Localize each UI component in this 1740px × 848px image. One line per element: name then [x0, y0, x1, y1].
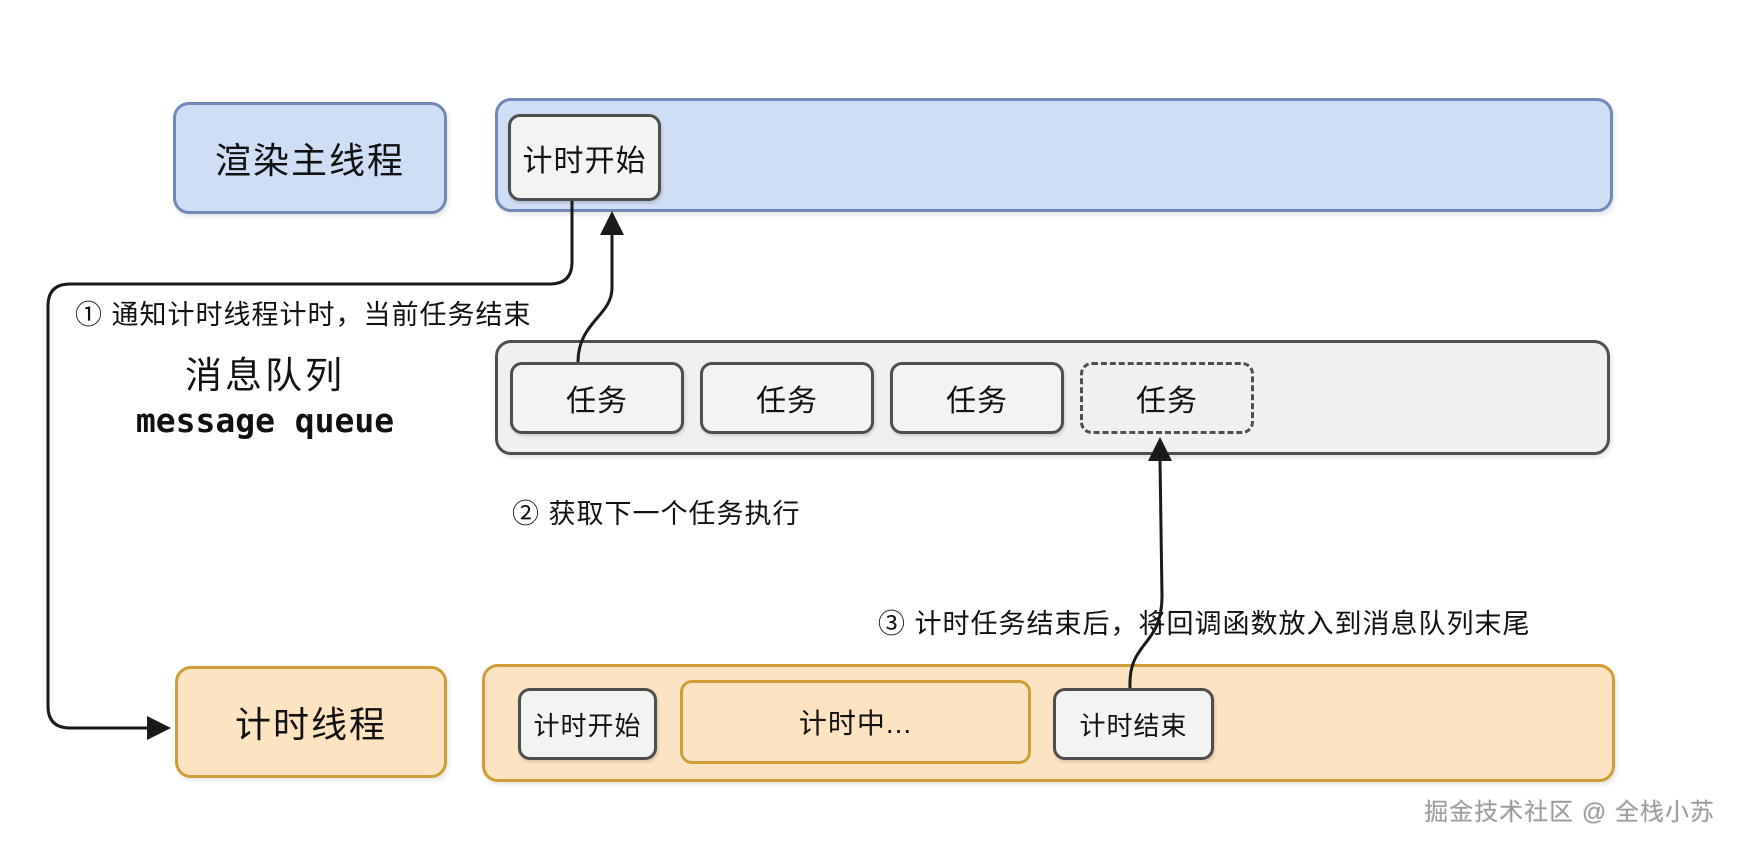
arrow-next-task-head: [600, 211, 624, 235]
task-box-3: 任务: [890, 362, 1064, 434]
task-box-4-pending: 任务: [1080, 362, 1254, 434]
queue-label-cn: 消息队列: [185, 355, 345, 396]
annotation-step1: ① 通知计时线程计时，当前任务结束: [75, 300, 532, 330]
watermark: 掘金技术社区 @ 全栈小苏: [1424, 799, 1715, 826]
timer-timing-start-label: 计时开始: [533, 710, 642, 741]
main-thread-label: 渲染主线程: [214, 140, 405, 181]
main-thread-timing-start-label: 计时开始: [522, 144, 647, 178]
annotation-step3: ③ 计时任务结束后，将回调函数放入到消息队列末尾: [878, 609, 1531, 639]
timer-thread-label-box: 计时线程: [175, 666, 447, 778]
timer-thread-label: 计时线程: [234, 704, 387, 745]
task-label: 任务: [946, 385, 1008, 418]
queue-label-en: message queue: [135, 401, 395, 441]
timer-timing-end-box: 计时结束: [1053, 688, 1214, 760]
timer-thread-bar: [482, 664, 1615, 782]
task-box-1: 任务: [510, 362, 684, 434]
arrow-notify-timer-thread-head: [147, 716, 171, 740]
timer-timing-running-box: 计时中...: [680, 680, 1031, 764]
annotation-step2: ② 获取下一个任务执行: [512, 499, 801, 529]
timer-timing-end-label: 计时结束: [1079, 710, 1188, 741]
main-thread-timing-start-box: 计时开始: [508, 114, 661, 201]
task-box-2: 任务: [700, 362, 874, 434]
main-thread-label-box: 渲染主线程: [173, 102, 447, 214]
timer-timing-start-box: 计时开始: [518, 688, 657, 760]
arrow-callback-to-queue-path: [1128, 459, 1164, 689]
main-thread-bar: [495, 98, 1613, 212]
timer-timing-running-label: 计时中...: [798, 708, 913, 739]
task-label: 任务: [1136, 385, 1198, 418]
arrow-notify-timer-thread-path: [46, 201, 574, 730]
queue-label: 消息队列 message queue: [95, 352, 435, 443]
task-label: 任务: [566, 385, 628, 418]
task-label: 任务: [756, 385, 818, 418]
